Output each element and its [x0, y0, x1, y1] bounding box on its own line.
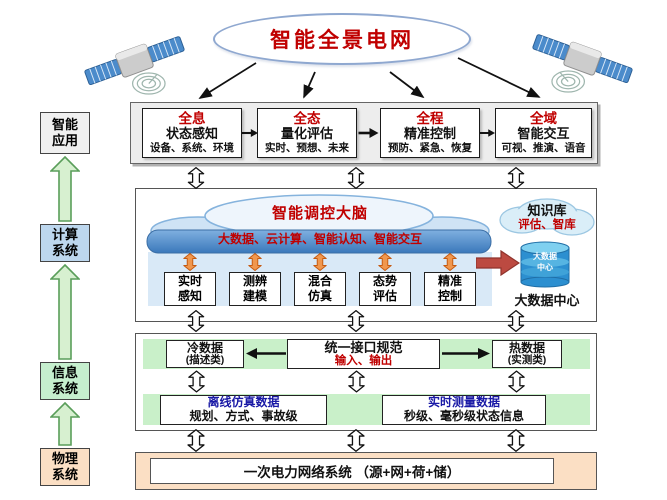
- box-detail: 实时、预想、未来: [265, 141, 349, 154]
- box-intelligent-interaction: 全域 智能交互 可视、推演、语音: [495, 108, 592, 158]
- up-arrow-icon: [50, 402, 80, 446]
- box-title: 统一接口规范: [324, 339, 403, 355]
- brain-cloud-subtitle: 大数据、云计算、智能认知、智能交互: [217, 232, 422, 246]
- sidebar-item-intelligent-application: 智能应用: [40, 112, 90, 154]
- sidebar-item-computing-system: 计算系统: [40, 224, 90, 262]
- box-hot-data: 热数据 (实测类): [492, 340, 562, 368]
- sidebar-item-information-system: 信息系统: [40, 362, 90, 400]
- double-arrow-icon: [187, 167, 205, 189]
- double-arrow-icon: [507, 167, 525, 189]
- main-title: 智能全景电网: [270, 29, 414, 52]
- module-precise-control: 精准控制: [424, 272, 476, 306]
- box-title: 全息: [178, 110, 206, 126]
- right-arrow-icon: [442, 348, 490, 359]
- red-block-arrow-icon: [476, 250, 520, 276]
- orange-double-arrow-icon: [443, 253, 457, 271]
- module-situation-assessment: 态势评估: [359, 272, 411, 306]
- box-title: 实时测量数据: [427, 395, 500, 410]
- knowledge-cloud-icon: [499, 198, 595, 236]
- box-subtitle: (实测类): [507, 353, 547, 366]
- box-subtitle: 精准控制: [403, 126, 456, 142]
- double-arrow-icon: [347, 429, 365, 452]
- box-title: 全态: [293, 110, 321, 126]
- module-identification-modeling: 测辨建模: [229, 272, 281, 306]
- double-arrow-icon: [188, 370, 205, 393]
- box-title: 全域: [530, 110, 557, 126]
- orange-double-arrow-icon: [248, 253, 262, 271]
- sidebar-item-physical-system: 物理系统: [40, 448, 90, 486]
- double-arrow-icon: [507, 310, 525, 332]
- satellite-left-icon: [82, 26, 187, 101]
- big-data-center-database-icon: 大数据 中心: [520, 241, 570, 288]
- module-label: 混合仿真: [307, 274, 332, 303]
- box-offline-simulation-data: 离线仿真数据 规划、方式、事故级: [160, 395, 327, 425]
- right-arrow-icon: [242, 129, 258, 137]
- box-detail: 可视、推演、语音: [501, 141, 586, 154]
- box-title: 热数据: [508, 340, 545, 355]
- database-icon-text-top: 大数据: [533, 251, 557, 261]
- box-subtitle: (描述类): [185, 353, 225, 366]
- box-subtitle: 输入、输出: [334, 354, 393, 367]
- module-label: 态势评估: [372, 274, 397, 303]
- box-detail: 设备、系统、环境: [150, 141, 234, 154]
- brain-cloud-title: 智能调控大脑: [271, 205, 368, 222]
- sidebar-label: 信息系统: [51, 364, 78, 396]
- box-title: 冷数据: [186, 340, 223, 355]
- big-data-center-label: 大数据中心: [514, 293, 580, 308]
- box-subtitle: 智能交互: [517, 126, 570, 142]
- right-arrow-icon: [480, 129, 495, 137]
- double-arrow-icon: [347, 310, 365, 332]
- module-label: 实时感知: [177, 274, 202, 303]
- sidebar-label: 计算系统: [51, 226, 78, 258]
- module-realtime-sensing: 实时感知: [164, 272, 216, 306]
- double-arrow-icon: [508, 370, 525, 393]
- sidebar-label: 物理系统: [51, 450, 78, 482]
- box-precise-control: 全程 精准控制 预防、紧急、恢复: [380, 108, 480, 158]
- up-arrow-icon: [50, 156, 80, 222]
- primary-power-network-box: 一次电力网络系统 （源+网+荷+储）: [150, 458, 554, 484]
- main-title-ellipse: 智能全景电网: [213, 13, 471, 65]
- database-icon-text-bottom: 中心: [537, 262, 553, 272]
- knowledge-base-title: 知识库: [527, 203, 567, 218]
- box-realtime-measurement-data: 实时测量数据 秒级、毫秒级状态信息: [382, 395, 546, 425]
- box-subtitle: 状态感知: [165, 126, 218, 142]
- box-title: 离线仿真数据: [207, 395, 280, 410]
- orange-double-arrow-icon: [313, 253, 327, 271]
- up-arrow-icon: [50, 264, 80, 360]
- box-subtitle: 量化评估: [280, 126, 333, 142]
- right-arrow-icon: [358, 128, 379, 138]
- sidebar-label: 智能应用: [51, 116, 78, 148]
- double-arrow-icon: [347, 167, 365, 189]
- orange-double-arrow-icon: [378, 253, 392, 271]
- box-unified-interface: 统一接口规范 输入、输出: [287, 339, 440, 369]
- box-subtitle: 规划、方式、事故级: [189, 409, 298, 423]
- module-label: 精准控制: [437, 274, 462, 303]
- double-arrow-icon: [187, 429, 205, 452]
- brain-cloud-icon: [146, 194, 492, 254]
- orange-double-arrow-icon: [183, 253, 197, 271]
- box-quantitative-evaluation: 全态 量化评估 实时、预想、未来: [257, 108, 357, 158]
- left-arrow-icon: [246, 348, 286, 359]
- box-cold-data: 冷数据 (描述类): [166, 340, 244, 368]
- box-subtitle: 秒级、毫秒级状态信息: [403, 409, 524, 423]
- module-label: 测辨建模: [242, 274, 267, 303]
- double-arrow-icon: [187, 310, 205, 332]
- box-title: 全程: [416, 110, 444, 126]
- box-holographic-sensing: 全息 状态感知 设备、系统、环境: [142, 108, 242, 158]
- module-hybrid-simulation: 混合仿真: [294, 272, 346, 306]
- double-arrow-icon: [348, 370, 365, 393]
- box-detail: 预防、紧急、恢复: [388, 141, 472, 154]
- double-arrow-icon: [507, 429, 525, 452]
- primary-power-network-label: 一次电力网络系统 （源+网+荷+储）: [243, 465, 461, 480]
- knowledge-base-subtitle: 评估、智库: [518, 219, 576, 231]
- satellite-right-icon: [530, 24, 635, 99]
